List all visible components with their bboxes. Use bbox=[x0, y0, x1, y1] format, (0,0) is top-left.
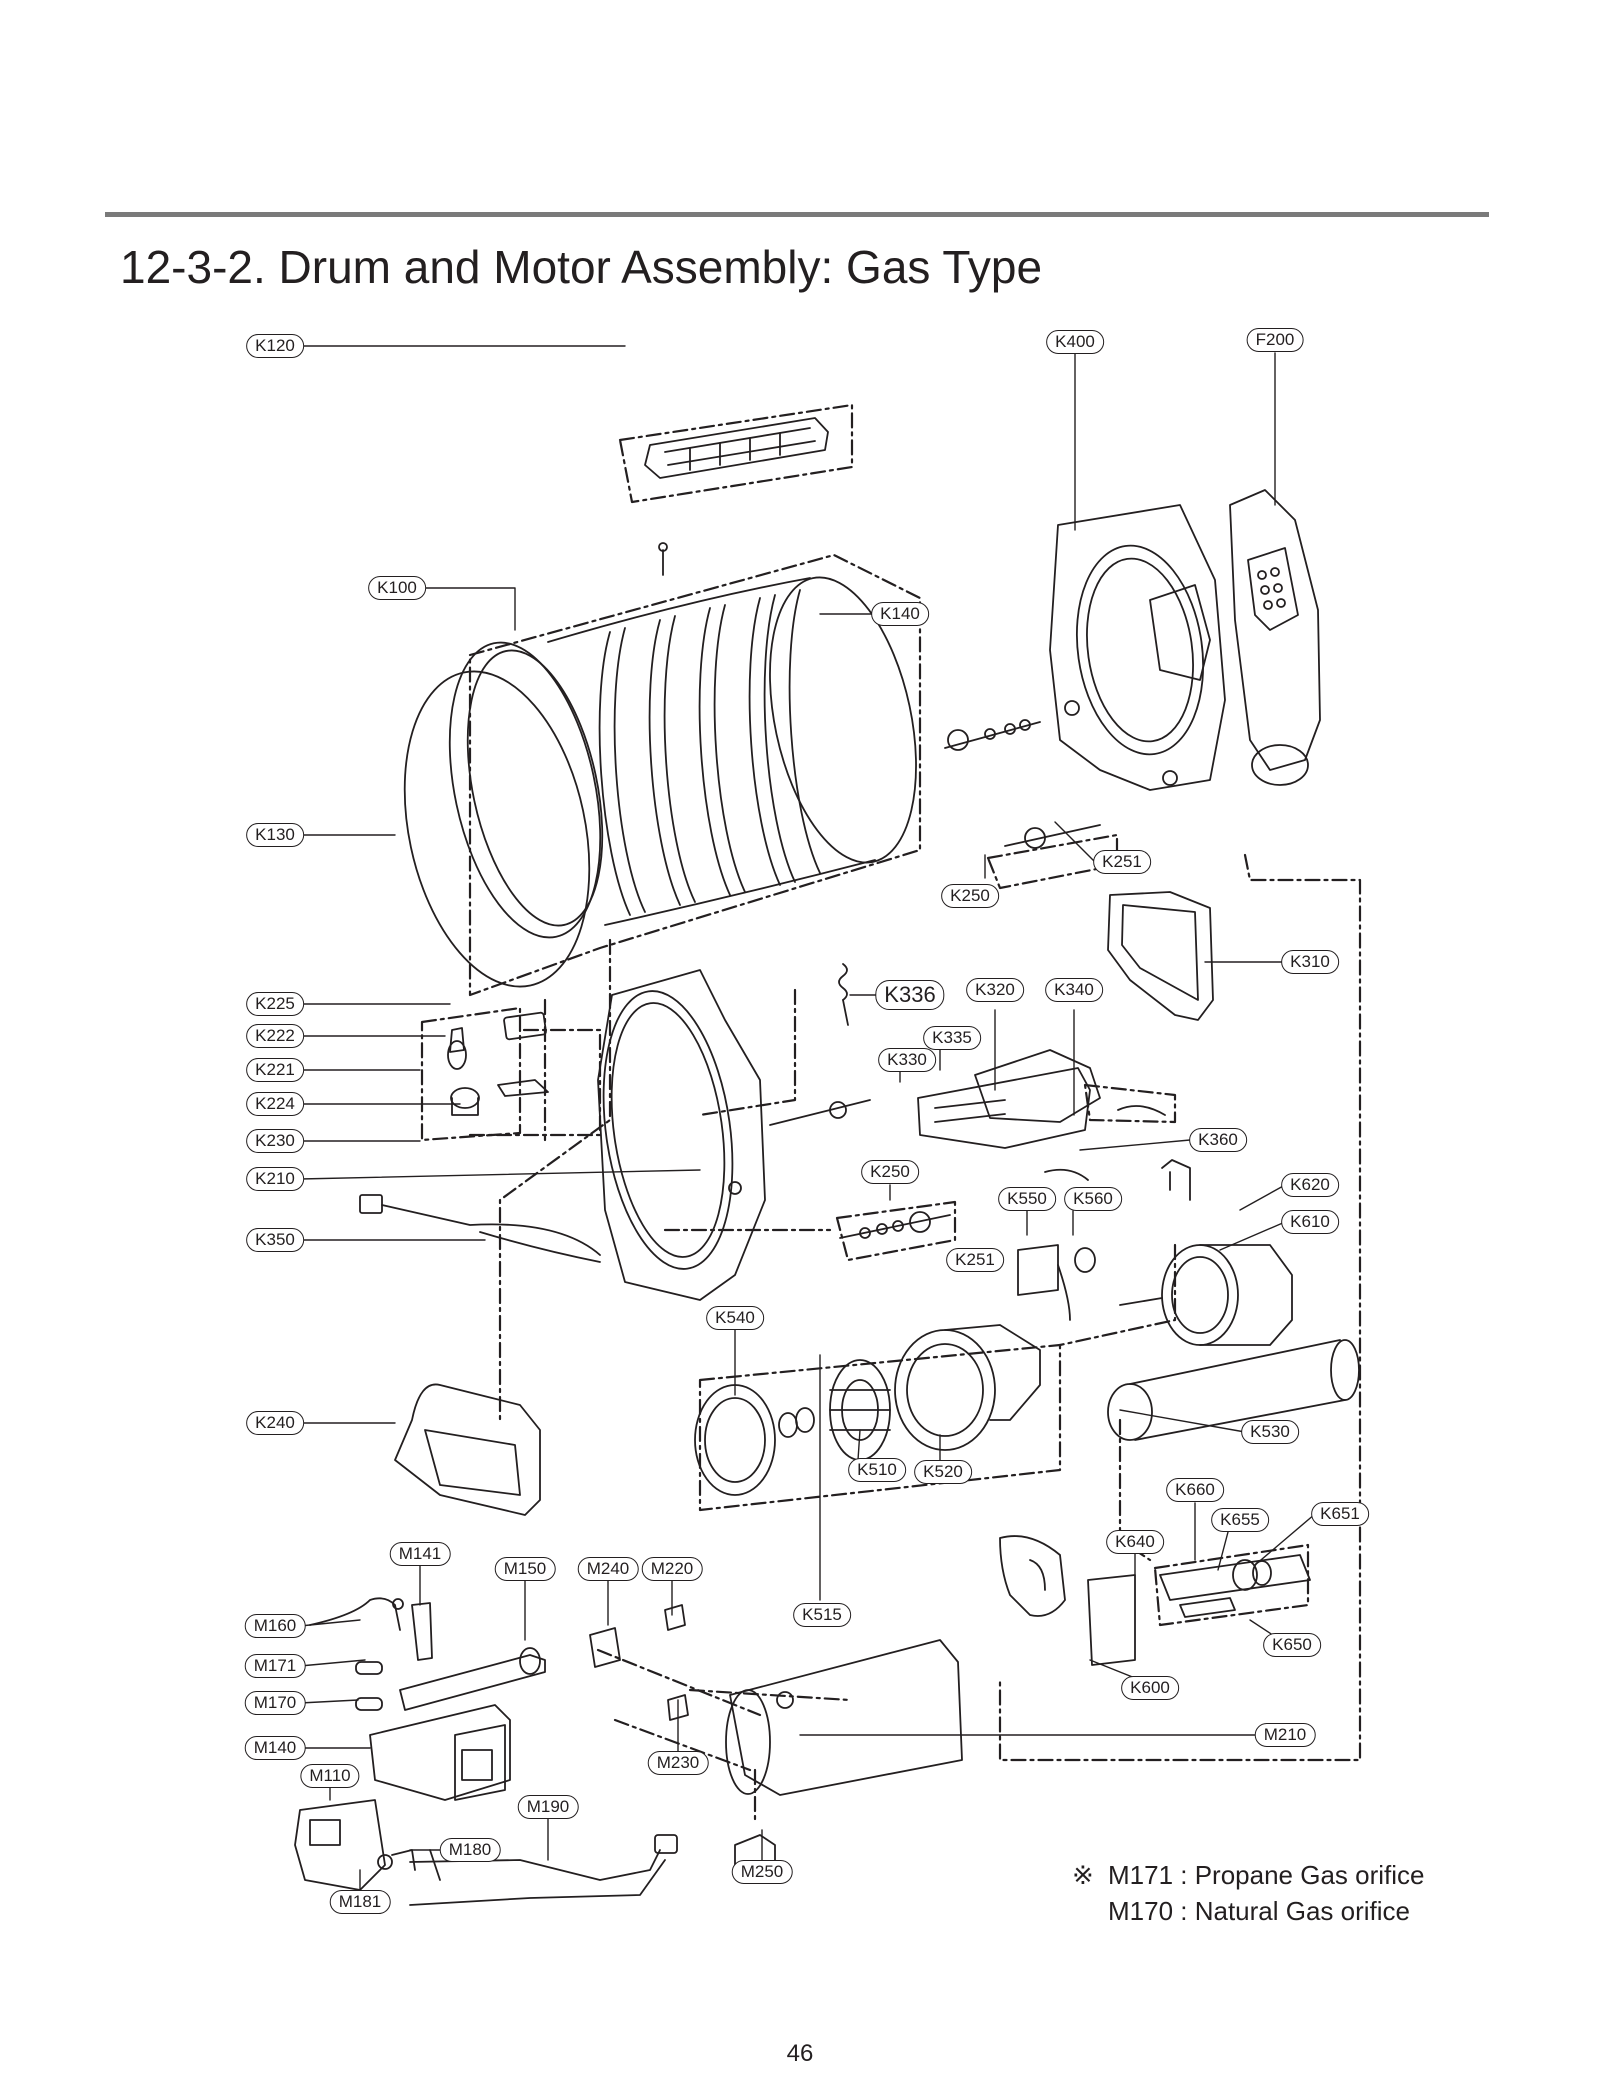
note-mark: ※ bbox=[1072, 1860, 1094, 1890]
callout-K250-rear: K250 bbox=[941, 884, 999, 908]
callout-K540: K540 bbox=[706, 1306, 764, 1330]
callout-K640: K640 bbox=[1106, 1530, 1164, 1554]
callout-M170: M170 bbox=[244, 1691, 306, 1715]
callout-K610: K610 bbox=[1281, 1210, 1339, 1234]
leader-lines bbox=[299, 345, 1316, 1903]
callout-K120: K120 bbox=[246, 334, 304, 358]
callout-K251-front: K251 bbox=[946, 1248, 1004, 1272]
callout-K340: K340 bbox=[1045, 978, 1103, 1002]
callout-K530: K530 bbox=[1241, 1420, 1299, 1444]
callout-K140: K140 bbox=[871, 602, 929, 626]
header-rule bbox=[105, 212, 1489, 217]
callout-F200: F200 bbox=[1246, 328, 1304, 352]
callout-K651: K651 bbox=[1311, 1502, 1369, 1526]
callout-M171: M171 bbox=[244, 1654, 306, 1678]
callout-K130: K130 bbox=[246, 823, 304, 847]
callout-K100: K100 bbox=[368, 576, 426, 600]
callout-K660: K660 bbox=[1166, 1478, 1224, 1502]
note-line-natural: M170 : Natural Gas orifice bbox=[1108, 1896, 1411, 1926]
callout-M181: M181 bbox=[329, 1890, 391, 1914]
callout-K221: K221 bbox=[246, 1058, 304, 1082]
callout-M110: M110 bbox=[300, 1764, 360, 1788]
callout-K650: K650 bbox=[1263, 1633, 1321, 1657]
callout-K620: K620 bbox=[1281, 1173, 1339, 1197]
callout-K330: K330 bbox=[878, 1048, 936, 1072]
callout-K400: K400 bbox=[1046, 330, 1104, 354]
callout-M160: M160 bbox=[244, 1614, 306, 1638]
callout-K210: K210 bbox=[246, 1167, 304, 1191]
callout-K224: K224 bbox=[246, 1092, 304, 1116]
callout-K560: K560 bbox=[1064, 1187, 1122, 1211]
callout-K360: K360 bbox=[1189, 1128, 1247, 1152]
callout-M220: M220 bbox=[641, 1557, 703, 1581]
note-line-propane: M171 : Propane Gas orifice bbox=[1108, 1860, 1425, 1890]
page-number: 46 bbox=[786, 2040, 814, 2067]
callout-K230: K230 bbox=[246, 1129, 304, 1153]
callout-K240: K240 bbox=[246, 1411, 304, 1435]
callout-M230: M230 bbox=[647, 1751, 709, 1775]
callout-M250: M250 bbox=[731, 1860, 793, 1884]
callout-K600: K600 bbox=[1121, 1676, 1179, 1700]
callout-K222: K222 bbox=[246, 1024, 304, 1048]
orifice-note: ※ M171 : Propane Gas orifice M170 : Natur… bbox=[1072, 1857, 1425, 1929]
callout-M190: M190 bbox=[517, 1795, 579, 1819]
callout-K250-front: K250 bbox=[861, 1160, 919, 1184]
callout-K251-rear: K251 bbox=[1093, 850, 1151, 874]
callout-K310: K310 bbox=[1281, 950, 1339, 974]
callout-K335: K335 bbox=[923, 1026, 981, 1050]
callout-K550: K550 bbox=[998, 1187, 1056, 1211]
callout-M180: M180 bbox=[439, 1838, 501, 1862]
callout-K515: K515 bbox=[793, 1603, 851, 1627]
callout-K510: K510 bbox=[848, 1458, 906, 1482]
parts bbox=[294, 417, 1360, 1906]
callout-M141: M141 bbox=[389, 1542, 451, 1566]
callout-K520: K520 bbox=[914, 1460, 972, 1484]
callout-K350: K350 bbox=[246, 1228, 304, 1252]
callout-M240: M240 bbox=[577, 1557, 639, 1581]
callout-K320: K320 bbox=[966, 978, 1024, 1002]
callout-M210: M210 bbox=[1254, 1723, 1316, 1747]
callout-K336: K336 bbox=[875, 980, 945, 1010]
callout-K655: K655 bbox=[1211, 1508, 1269, 1532]
page-title: 12-3-2. Drum and Motor Assembly: Gas Typ… bbox=[120, 241, 1043, 293]
callout-M150: M150 bbox=[494, 1557, 556, 1581]
callout-K225: K225 bbox=[246, 992, 304, 1016]
callout-M140: M140 bbox=[244, 1736, 306, 1760]
